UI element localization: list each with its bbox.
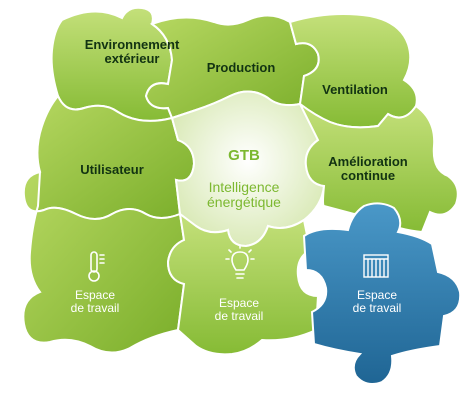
label-espace-right: Espace de travail (342, 288, 412, 316)
label-espace-left: Espace de travail (60, 288, 130, 316)
label-gtb-line2: énergétique (207, 194, 281, 211)
label-espace-middle: Espace de travail (204, 296, 274, 324)
label-environnement-line2: extérieur (104, 51, 160, 67)
piece-amelioration (299, 103, 459, 234)
label-espace-middle-line2: de travail (214, 309, 264, 324)
label-production: Production (206, 60, 276, 75)
label-gtb-title: GTB (228, 147, 260, 164)
label-amelioration-line2: continue (340, 168, 396, 184)
label-amelioration: Amélioration continue (318, 154, 418, 184)
label-amelioration-line1: Amélioration (328, 154, 408, 169)
label-ventilation: Ventilation (322, 82, 388, 97)
label-environnement-line1: Environnement (84, 37, 180, 52)
label-gtb-subtitle: Intelligence énergétique (194, 179, 294, 211)
label-gtb-line1: Intelligence (208, 179, 280, 195)
piece-espace-middle (166, 211, 320, 356)
window-blinds-icon (363, 254, 389, 278)
piece-espace-right (302, 202, 462, 385)
label-espace-left-line1: Espace (74, 288, 116, 302)
thermometer-icon (88, 251, 105, 282)
label-environnement: Environnement extérieur (72, 37, 192, 67)
label-espace-right-line2: de travail (352, 301, 402, 316)
label-espace-middle-line1: Espace (218, 296, 260, 310)
light-bulb-icon (225, 244, 255, 279)
label-espace-left-line2: de travail (70, 301, 120, 316)
label-utilisateur: Utilisateur (80, 162, 144, 177)
label-espace-right-line1: Espace (356, 288, 398, 302)
